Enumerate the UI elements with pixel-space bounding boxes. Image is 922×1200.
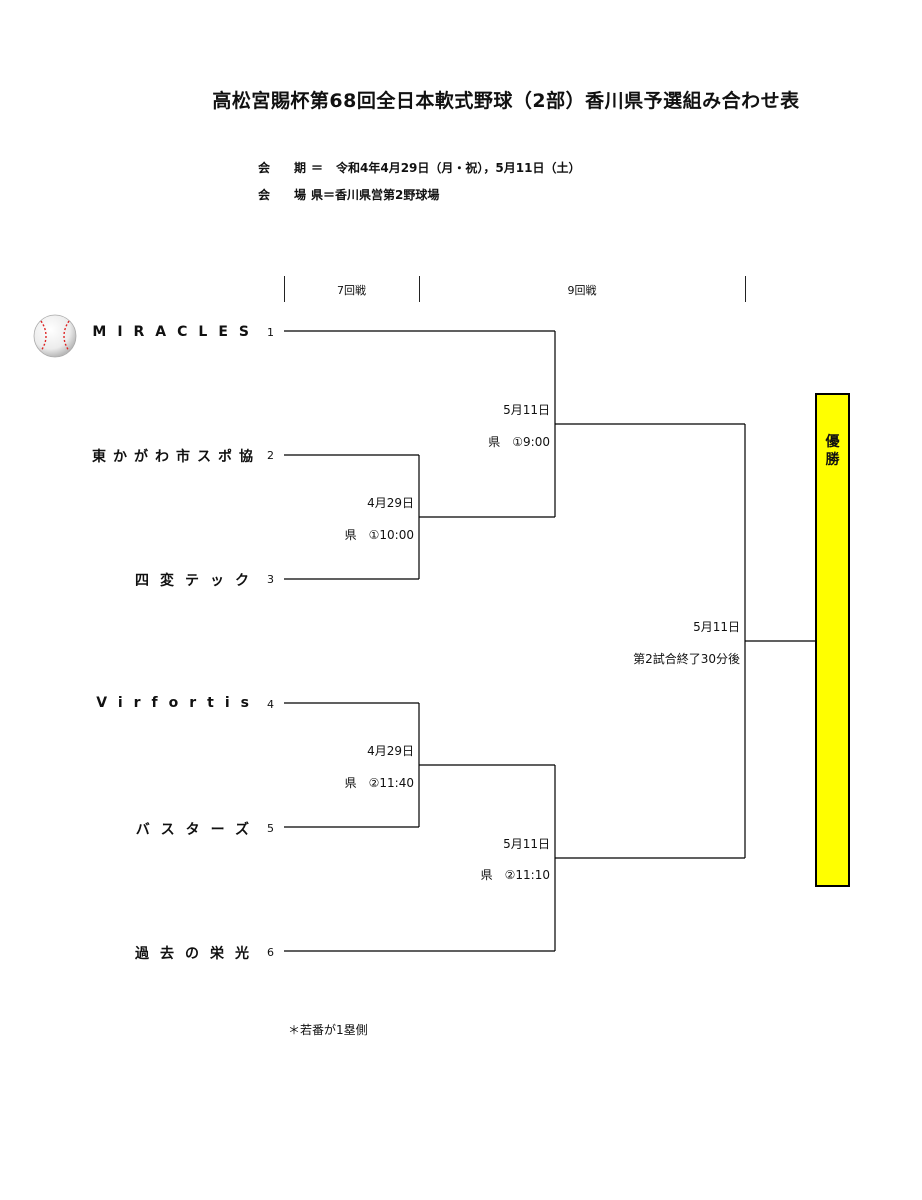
period-label: 会 期 — [258, 161, 307, 175]
semifinal-a-date: 5月11日 — [503, 403, 550, 417]
venue-value: 県＝香川県営第2野球場 — [311, 188, 440, 202]
match-2-3-slot: 県 ①10:00 — [344, 528, 414, 542]
match-4-5-slot: 県 ②11:40 — [344, 776, 414, 790]
seed-2: 2 — [267, 449, 274, 462]
round-label-7: 7回戦 — [337, 284, 366, 297]
period-eq: ＝ — [311, 161, 324, 175]
team-name-1: MIRACLES — [92, 324, 260, 340]
baseball-icon — [33, 314, 77, 358]
round-tick — [419, 276, 420, 302]
final-slot: 第2試合終了30分後 — [633, 652, 740, 666]
team-name-3: 四変テック — [135, 573, 260, 589]
match-4-5-date: 4月29日 — [367, 744, 414, 758]
team-name-6: 過去の栄光 — [135, 946, 260, 962]
champion-text: 優勝 — [825, 434, 840, 468]
round-tick — [745, 276, 746, 302]
seed-6: 6 — [267, 946, 274, 959]
seed-3: 3 — [267, 573, 274, 586]
semifinal-b-date: 5月11日 — [503, 837, 550, 851]
final-date: 5月11日 — [693, 620, 740, 634]
round-tick — [284, 276, 285, 302]
champion-label: 優勝 — [817, 433, 848, 469]
champion-box: 優勝 — [815, 393, 850, 887]
seed-5: 5 — [267, 822, 274, 835]
round-label-9: 9回戦 — [567, 284, 597, 297]
seed-4: 4 — [267, 698, 274, 711]
team-name-5: バスターズ — [135, 822, 260, 838]
semifinal-a-slot: 県 ①9:00 — [488, 435, 550, 449]
semifinal-b-slot: 県 ②11:10 — [480, 868, 550, 882]
page-title: 高松宮賜杯第68回全日本軟式野球（2部）香川県予選組み合わせ表 — [212, 90, 800, 112]
team-name-2: 東かがわ市スポ協 — [92, 449, 260, 465]
period-value: 令和4年4月29日（月・祝），5月11日（土） — [336, 161, 581, 175]
match-2-3-date: 4月29日 — [367, 496, 414, 510]
footnote: ＊若番が1塁側 — [288, 1023, 368, 1037]
team-name-4: Virfortis — [96, 695, 260, 711]
seed-1: 1 — [267, 326, 274, 339]
venue-label: 会 場 — [258, 188, 307, 202]
